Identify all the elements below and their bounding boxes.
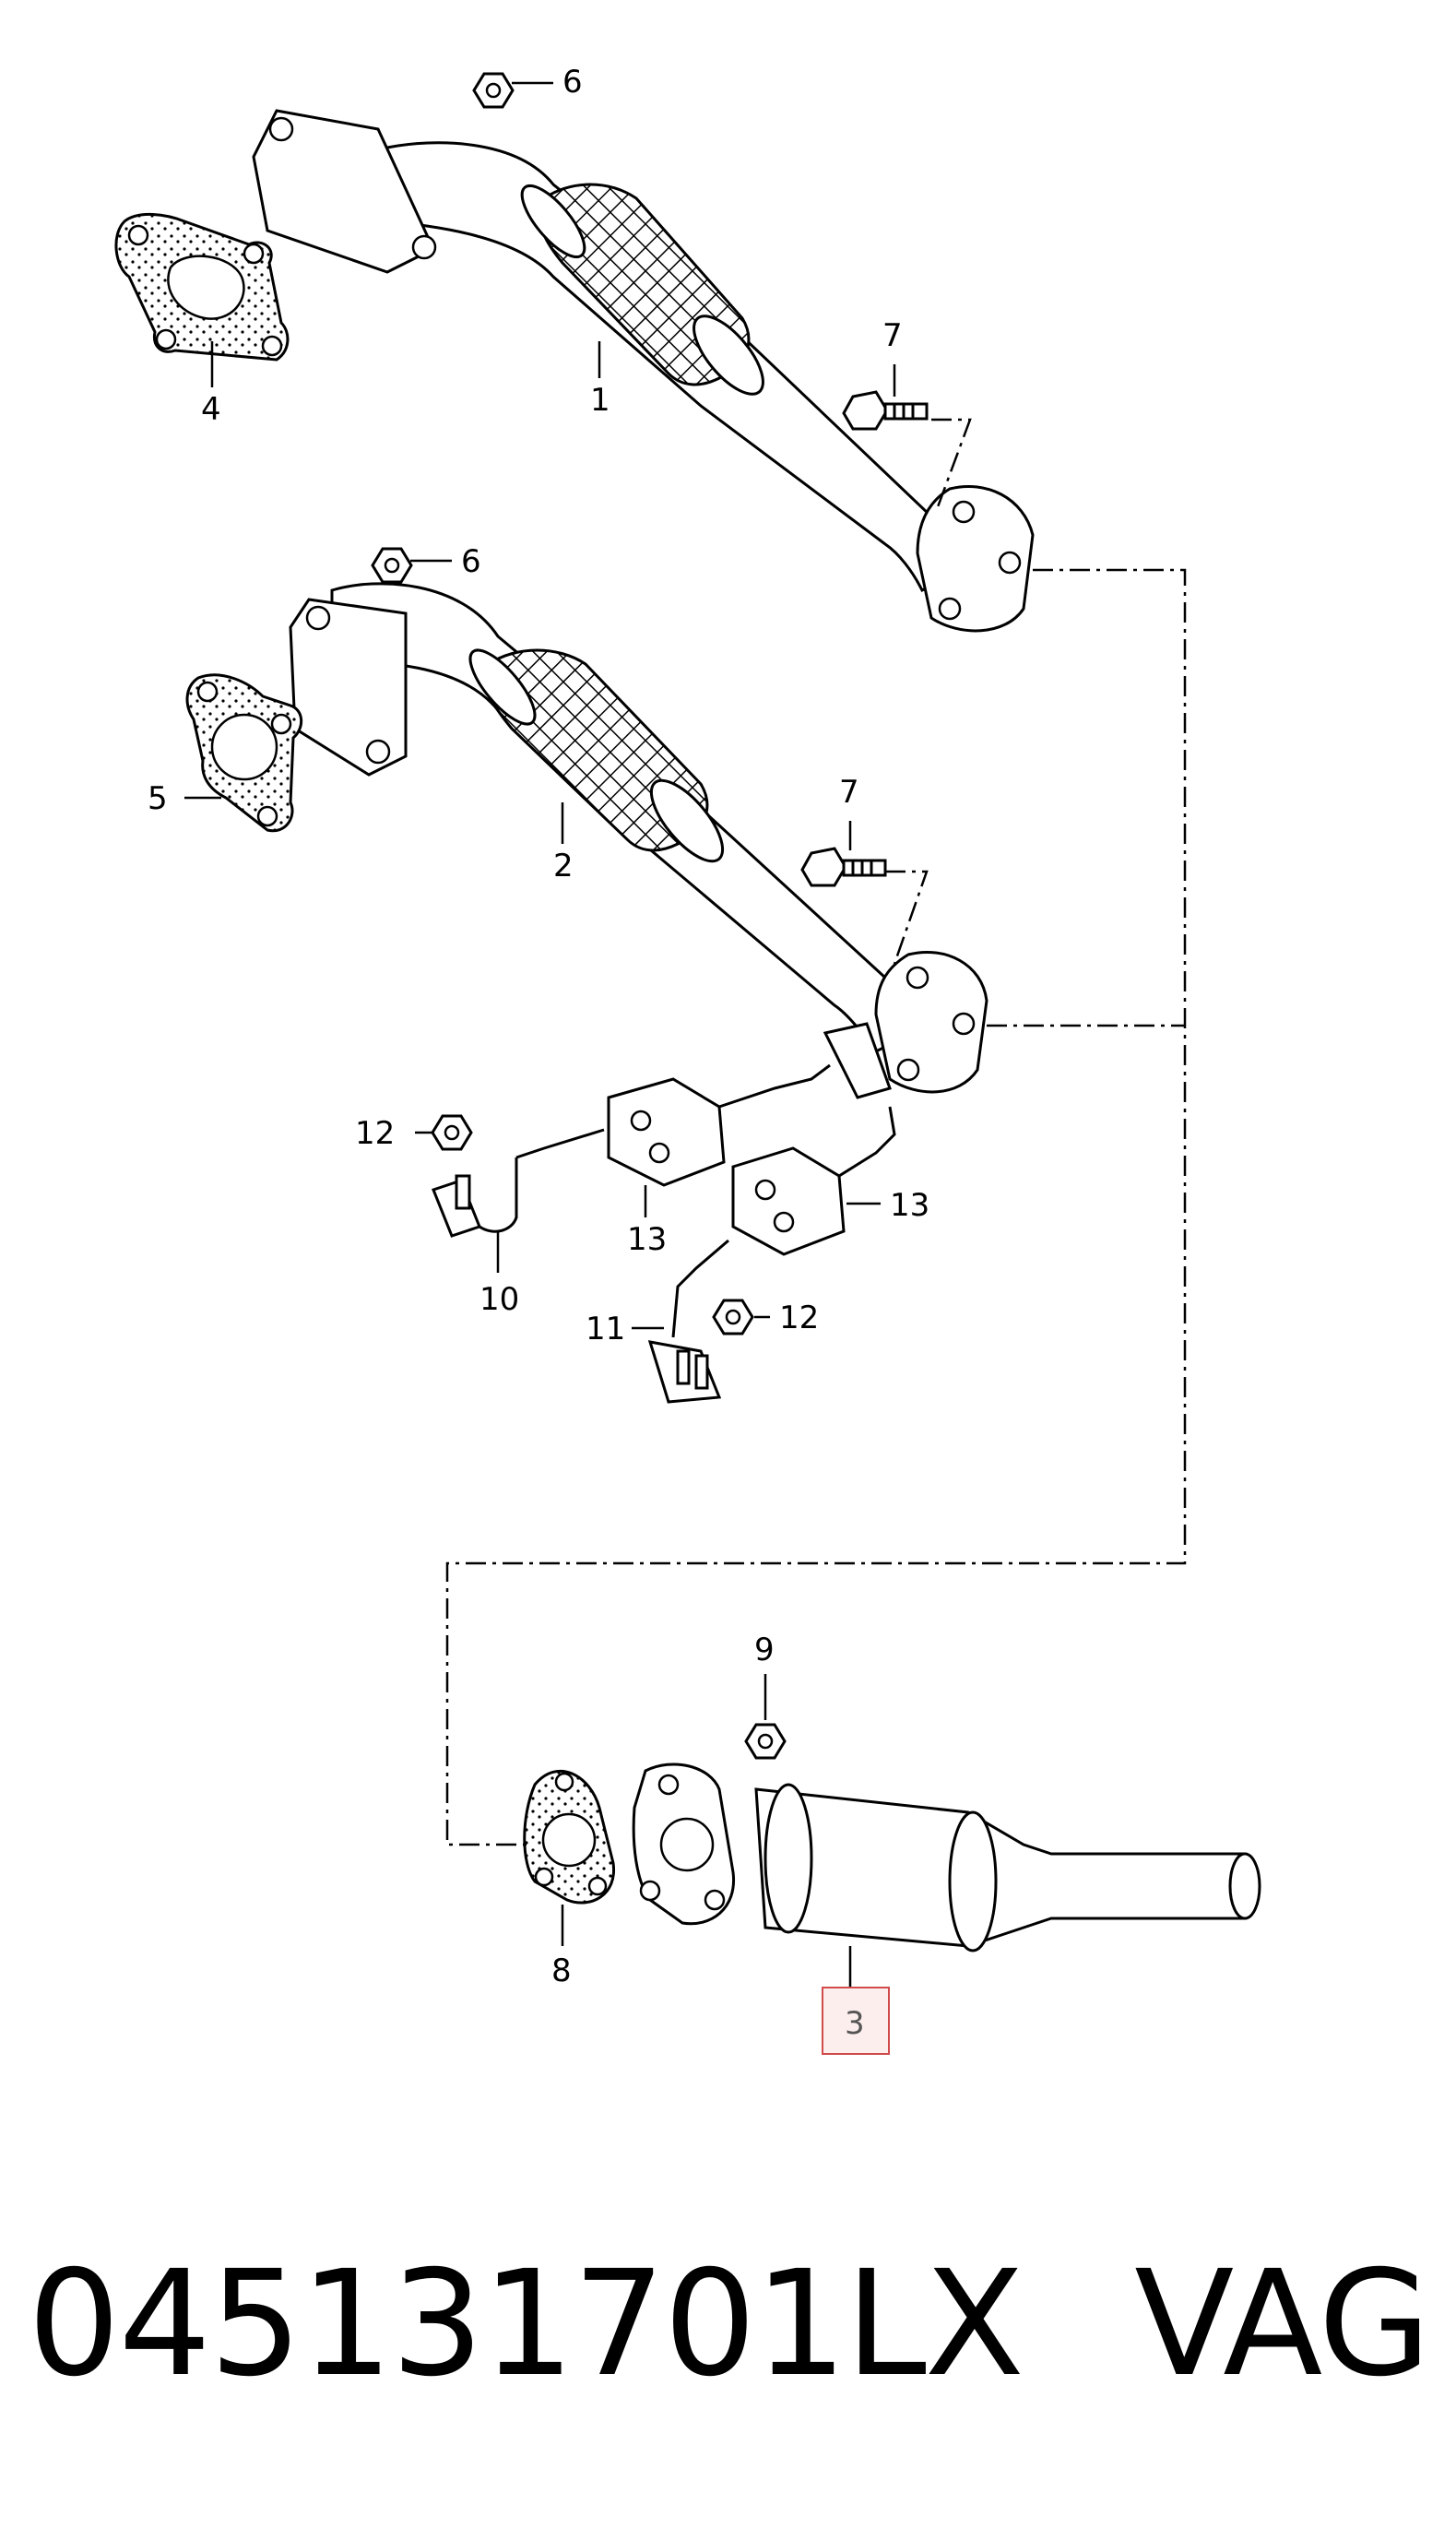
callout-11: 11 (586, 1311, 625, 1347)
callout-10: 10 (479, 1281, 519, 1318)
callout-4: 4 (201, 391, 221, 428)
bolt-7-upper (842, 390, 929, 431)
callout-13-right: 13 (890, 1187, 929, 1224)
hanger-bracket-11 (647, 1239, 729, 1404)
callout-6-lower: 6 (461, 543, 481, 580)
callout-2: 2 (553, 848, 574, 884)
front-pipe-1 (252, 109, 1035, 633)
front-pipe-2 (289, 582, 988, 1099)
gasket-8 (523, 1769, 615, 1905)
rubber-mount-13-right (731, 1146, 846, 1256)
callout-8: 8 (551, 1952, 572, 1989)
hanger-rods (515, 1063, 896, 1178)
callout-12-left: 12 (355, 1115, 395, 1152)
highlighted-part-box (822, 1987, 890, 2055)
callout-9: 9 (754, 1632, 775, 1668)
callout-5: 5 (148, 780, 168, 817)
callout-1: 1 (590, 382, 610, 419)
nut-6-upper (472, 72, 515, 109)
gasket-4 (114, 212, 290, 362)
leader-lines (184, 81, 896, 1988)
callout-7-upper: 7 (882, 317, 903, 354)
brand-name: VAG (1134, 2239, 1431, 2409)
rubber-mount-13-left (607, 1077, 726, 1187)
callout-labels: 6 4 1 7 6 5 2 7 12 13 13 10 11 12 9 8 3 (148, 64, 929, 2042)
callout-13-left: 13 (627, 1221, 667, 1258)
exhaust-parts-diagram: 6 4 1 7 6 5 2 7 12 13 13 10 11 12 9 8 3 (114, 64, 1261, 2055)
nut-12-right (712, 1299, 754, 1335)
hanger-bracket-10 (432, 1157, 518, 1238)
connection-lines (445, 418, 1187, 1846)
nut-6-lower (371, 547, 413, 584)
part-number: 045131701LX (28, 2239, 1024, 2409)
nut-9 (744, 1723, 787, 1760)
catalytic-converter-3 (632, 1763, 1261, 1952)
callout-7-lower: 7 (839, 774, 859, 811)
gasket-5 (185, 673, 303, 833)
callout-6-upper: 6 (562, 64, 583, 101)
nut-12-left (431, 1114, 473, 1151)
bolt-7-lower (800, 847, 887, 887)
callout-3-highlighted: 3 (845, 2005, 865, 2042)
callout-12-right: 12 (779, 1300, 819, 1336)
footer: 045131701LX VAG (28, 2232, 1431, 2416)
